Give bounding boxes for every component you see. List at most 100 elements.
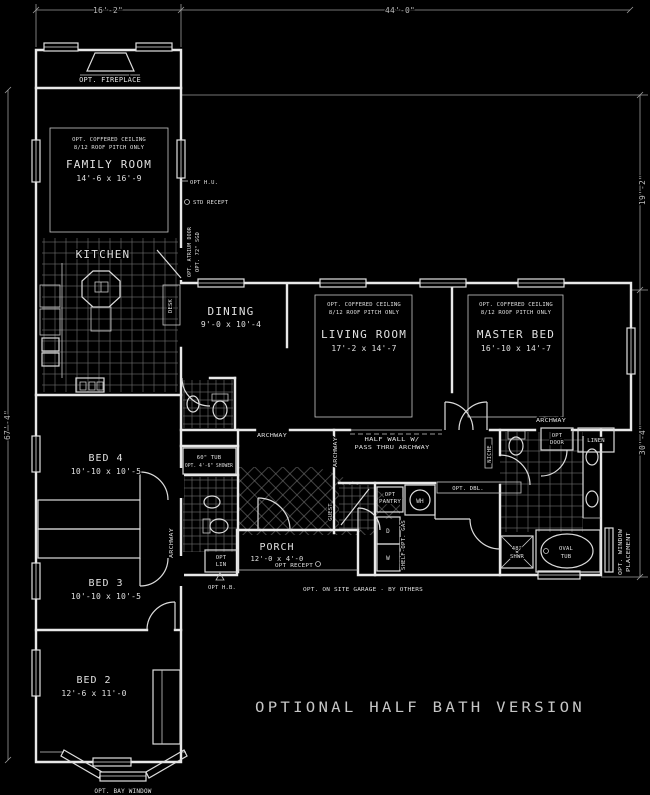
bed4-label: BED 4 <box>88 453 123 464</box>
dining-window-top <box>197 278 245 288</box>
master-bed-size: 16'-10 x 14'-7 <box>481 344 551 353</box>
std-recept-label: STD RECEPT <box>193 200 229 206</box>
family-room-label: FAMILY ROOM <box>66 158 152 171</box>
archway-foyer-label: ARCHWAY <box>333 436 339 467</box>
oval-tub-label-1: OVAL <box>559 546 574 552</box>
half-bath-sink <box>186 395 200 413</box>
opt-door-closet <box>540 427 574 451</box>
master-closet-opt-door-arc <box>540 449 568 477</box>
water-heater-label: WH <box>416 498 424 505</box>
bath2-tile-floor <box>183 477 238 552</box>
washer-box <box>376 543 401 572</box>
door-gaps <box>178 248 184 586</box>
opt-dbl-label: OPT. DBL. <box>452 486 484 492</box>
shower-label-1: 48" <box>512 546 523 552</box>
family-ceiling-box <box>49 127 169 233</box>
family-note1: OPT. COFFERED CEILING <box>72 137 146 143</box>
oval-tub-label-2: TUB <box>561 554 572 560</box>
onsite-garage-label: OPT. ON SITE GARAGE - BY OTHERS <box>303 587 423 593</box>
shower-box <box>500 535 534 569</box>
water-heater-icon <box>409 489 431 511</box>
family-window-left <box>31 139 41 183</box>
living-note1: OPT. COFFERED CEILING <box>327 302 401 308</box>
opt-lin-label-2: LIN <box>216 562 227 568</box>
opt-linen-closet <box>204 549 239 573</box>
niche-shelf <box>484 437 493 469</box>
living-window-top-2 <box>419 278 467 288</box>
opt-sgd-label: OPT. 72" SGD <box>195 232 201 272</box>
washer-label: W <box>386 555 390 562</box>
bed2-closet <box>152 669 181 745</box>
bed4-door <box>139 471 169 501</box>
bed2-size: 12'-6 x 11'-0 <box>61 689 126 698</box>
bed2-label: BED 2 <box>76 675 111 686</box>
master-note1: OPT. COFFERED CEILING <box>479 302 553 308</box>
opt-window-label-2: PLACEMENT <box>626 531 632 572</box>
half-bath-door <box>181 377 211 407</box>
tub-platform <box>535 529 601 573</box>
opt-recept-label: OPT RECEPT <box>275 563 314 569</box>
niche-label: NICHE <box>487 445 493 463</box>
dim-right-lower: 30'-4" <box>638 425 647 455</box>
tub60-label-2: OPT. 4'-6" SHOWER <box>185 463 233 469</box>
dining-size: 9'-0 x 10'-4 <box>201 320 261 329</box>
opt-hb-marker <box>215 572 225 581</box>
family-niche-right <box>176 139 186 179</box>
dryer-label: D <box>386 528 390 535</box>
vanity-sink-2 <box>585 490 599 508</box>
bed2-window-bottom <box>92 757 132 767</box>
bed3-size: 10'-10 x 10'-5 <box>71 592 141 601</box>
porch-size: 12'-0 x 4'-0 <box>251 555 304 563</box>
opt-pantry-label-1: OPT <box>385 492 396 498</box>
master-double-door-right <box>458 401 488 431</box>
bed3-label: BED 3 <box>88 578 123 589</box>
windows <box>31 42 636 767</box>
guest-closet-door <box>340 488 370 526</box>
guest-closet-tile-floor <box>339 485 375 530</box>
living-room-size: 17'-2 x 14'-7 <box>331 344 396 353</box>
bath2-tub <box>182 447 237 475</box>
opt-hb-label: OPT H.B. <box>208 585 236 591</box>
labels: OPT. FIREPLACE OPT. COFFERED CEILING 8/1… <box>60 75 633 795</box>
bed3-closet <box>37 528 141 559</box>
opt-window-label-1: OPT. WINDOW <box>618 528 624 575</box>
half-wall-label-2: PASS THRU ARCHWAY <box>355 445 431 451</box>
opt-pantry-label-2: PANTRY <box>379 499 401 505</box>
atrium-door <box>156 249 182 279</box>
archway-hall-label: ARCHWAY <box>169 527 175 558</box>
bed3-window <box>31 562 41 600</box>
bath2-toilet <box>209 518 229 534</box>
opt-bay-window-label: OPT. BAY WINDOW <box>94 788 151 795</box>
guest-label: GUEST <box>328 503 334 521</box>
master-bath-door <box>499 454 531 486</box>
fireplace-bump-wall <box>34 48 183 90</box>
dim-right-upper: 19'-2" <box>638 175 647 205</box>
bed4-window <box>31 435 41 473</box>
fixtures <box>37 52 615 782</box>
porch-label: PORCH <box>259 542 294 553</box>
kitchen-sink-right <box>41 352 60 367</box>
std-recept-symbol <box>184 199 190 205</box>
master-double-door-left <box>444 401 474 431</box>
opt-door-label-1: OPT <box>552 433 563 439</box>
bed4-size: 10'-10 x 10'-5 <box>71 467 141 476</box>
bath2-sink <box>203 495 221 509</box>
dimension-lines: 16'-2" 44'-0" 67'-4" 19'-2" 30'-4" <box>2 4 648 764</box>
bed4-closet <box>37 499 141 530</box>
living-note2: 8/12 ROOF PITCH ONLY <box>329 310 400 316</box>
fireplace-icon <box>86 52 135 72</box>
bed2-door <box>146 601 176 631</box>
living-room-label: LIVING ROOM <box>321 328 407 341</box>
island-sink <box>94 281 109 293</box>
opt-door-label-2: DOOR <box>550 440 565 446</box>
family-room-size: 14'-6 x 16'-9 <box>76 174 141 183</box>
master-window-top <box>517 278 565 288</box>
bath-window-bottom <box>537 570 581 580</box>
water-heater-closet <box>404 484 436 516</box>
oval-tub-icon <box>540 533 594 569</box>
front-door <box>257 497 291 531</box>
opt-recept-symbol <box>315 561 321 567</box>
fireplace-window-right <box>135 42 173 52</box>
hall-door <box>469 518 501 550</box>
